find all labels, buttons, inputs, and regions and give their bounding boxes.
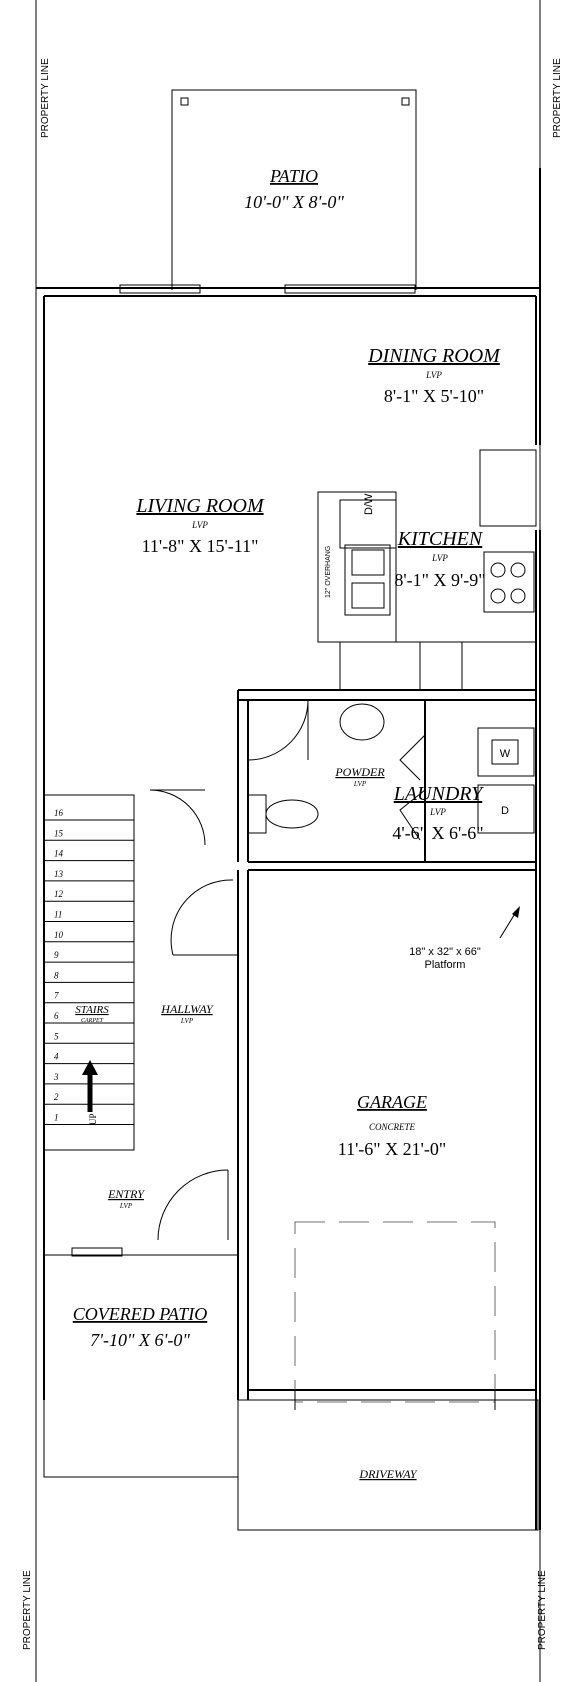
dining-room-dims: 8'-1" X 5'-10" (384, 386, 484, 406)
hallway-name: HALLWAY (160, 1002, 214, 1016)
stair-step-number: 11 (54, 910, 62, 920)
stair-step-number: 14 (54, 849, 64, 859)
covered-patio-dims: 7'-10" X 6'-0" (90, 1330, 190, 1350)
interior-walls (237, 689, 536, 1400)
driveway-outline (237, 1399, 539, 1531)
property-line-label-top-right: PROPERTY LINE (552, 58, 563, 138)
dryer-label: D (501, 805, 509, 817)
washer-label: W (500, 748, 511, 760)
platform-arrow (499, 906, 520, 939)
powder-fixtures (247, 703, 385, 834)
stairs-up-arrow (82, 1060, 98, 1112)
garage-floor: CONCRETE (369, 1122, 416, 1132)
laundry-floor: LVP (429, 807, 446, 817)
garage-car-outline (294, 1221, 496, 1410)
patio-name: PATIO (269, 166, 318, 186)
platform-note-line2: Platform (425, 959, 466, 971)
laundry-appliances (477, 727, 535, 834)
doors (149, 699, 426, 1241)
dining-room-floor: LVP (425, 370, 442, 380)
stairs-name: STAIRS (75, 1004, 109, 1016)
stairs-up-label: UP (88, 1113, 98, 1125)
garage-name: GARAGE (357, 1092, 427, 1112)
living-room-floor: LVP (191, 520, 208, 530)
kitchen-dims: 8'-1" X 9'-9" (394, 570, 485, 590)
kitchen-name: KITCHEN (397, 528, 484, 550)
entry-floor: LVP (119, 1202, 133, 1210)
patio-dims: 10'-0" X 8'-0" (244, 192, 344, 212)
stair-step-number: 9 (54, 950, 59, 960)
stair-steps: 16 15 14 13 12 11 10 9 8 7 6 5 4 3 2 1 (44, 808, 134, 1125)
stairs-outline (43, 794, 135, 1151)
kitchen-floor: LVP (431, 553, 448, 563)
stair-step-number: 2 (54, 1092, 59, 1102)
powder-name: POWDER (334, 765, 385, 779)
exterior-walls (36, 168, 541, 1530)
stair-step-number: 10 (54, 930, 64, 940)
laundry-dims: 4'-6" X 6'-6" (392, 823, 483, 843)
dishwasher-label: D/W (363, 493, 375, 515)
dining-room-name: DINING ROOM (367, 345, 501, 367)
laundry-name: LAUNDRY (393, 783, 484, 805)
entry-name: ENTRY (107, 1187, 145, 1201)
hallway-floor: LVP (180, 1017, 194, 1025)
stair-step-number: 16 (54, 808, 64, 818)
range-burners (490, 562, 526, 604)
property-line-label-bottom-right: PROPERTY LINE (537, 1570, 548, 1650)
stair-step-number: 4 (54, 1052, 59, 1062)
garage-dims: 11'-6" X 21'-0" (338, 1139, 447, 1159)
stair-step-number: 3 (53, 1072, 59, 1082)
living-room-name: LIVING ROOM (135, 495, 265, 517)
stair-step-number: 6 (54, 1011, 59, 1021)
stair-step-number: 7 (54, 991, 59, 1001)
powder-floor: LVP (353, 780, 367, 788)
stair-step-number: 5 (54, 1031, 59, 1041)
stairs-floor: CARPET (81, 1018, 104, 1024)
covered-patio-outline (43, 1247, 239, 1478)
property-line-label-top-left: PROPERTY LINE (40, 58, 51, 138)
stair-step-number: 1 (54, 1113, 59, 1123)
living-room-dims: 11'-8" X 15'-11" (142, 536, 259, 556)
property-line-label-bottom-left: PROPERTY LINE (22, 1570, 33, 1650)
sliding-door-patio (119, 284, 416, 294)
stair-step-number: 13 (54, 869, 64, 879)
patio-outline (171, 89, 417, 290)
stair-step-number: 15 (54, 828, 64, 838)
driveway-name: DRIVEWAY (358, 1467, 417, 1481)
stair-step-number: 12 (54, 889, 64, 899)
platform-note-line1: 18" x 32" x 66" (409, 946, 481, 958)
covered-patio-name: COVERED PATIO (73, 1304, 208, 1324)
overhang-label: 12" OVERHANG (325, 546, 332, 598)
stair-step-number: 8 (54, 970, 59, 980)
